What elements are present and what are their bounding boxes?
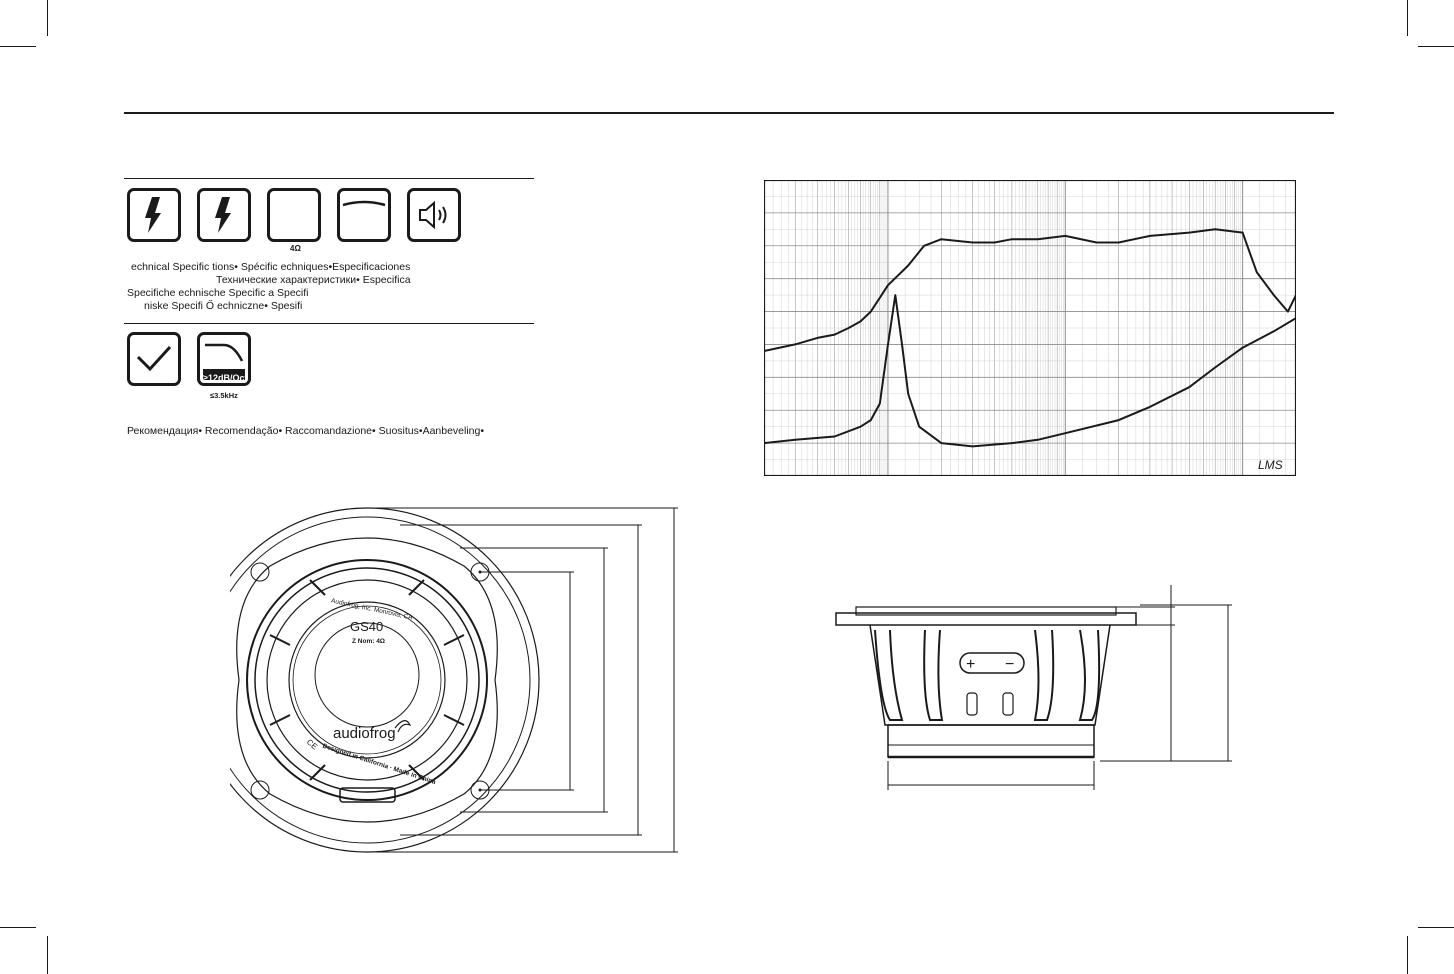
side-terminal-pill xyxy=(959,652,1025,674)
header-rule xyxy=(124,112,1334,114)
side-flange xyxy=(835,612,1137,626)
crop-mark-br-v xyxy=(1407,936,1408,974)
side-basket xyxy=(869,624,1111,726)
crop-mark-bl-v xyxy=(47,936,48,974)
speaker-front-view: Audiofrog, Inc. Monrovia, CA GS40 Z Nom:… xyxy=(230,507,678,853)
terminal-block xyxy=(339,787,396,803)
side-basket-arms xyxy=(874,629,1101,721)
power-rms-icon xyxy=(127,188,181,242)
terminal-right xyxy=(1002,692,1014,716)
crossover-freq-label: ≤3.5kHz xyxy=(210,391,238,400)
outer-ring xyxy=(230,507,540,853)
frequency-response-line xyxy=(764,228,1296,352)
flange-outline xyxy=(236,537,498,823)
speaker-side-view: + − xyxy=(835,585,1232,790)
surround-inner xyxy=(292,605,442,755)
basket-spokes xyxy=(269,579,465,781)
recommended-check-icon xyxy=(127,332,181,386)
crop-mark-tr-v xyxy=(1407,0,1408,36)
cone-dustcap xyxy=(314,622,420,728)
spec-heading-line-1: echnical Specific tions• Spécific echniq… xyxy=(131,261,411,273)
spec-top-rule xyxy=(124,178,534,179)
side-dimension-lines xyxy=(887,585,1232,790)
side-flange-top xyxy=(855,606,1117,616)
frequency-response-graph: LMS xyxy=(764,180,1296,476)
crop-mark-bl-h xyxy=(0,927,36,928)
crop-mark-br-h xyxy=(1418,927,1454,928)
impedance-icon xyxy=(267,188,321,242)
basket-outer xyxy=(246,559,488,801)
side-magnet xyxy=(887,724,1095,758)
side-plus-label: + xyxy=(966,656,975,673)
speaker-icon xyxy=(407,188,461,242)
graph-frame xyxy=(764,180,1296,476)
graph-grid xyxy=(764,180,1296,476)
frog-logo-icon xyxy=(394,720,412,733)
basket-ring xyxy=(254,567,480,793)
crop-mark-tl-h xyxy=(0,46,36,47)
crossover-slope-label: ≥12dB/Oct xyxy=(203,373,248,383)
power-peak-icon xyxy=(197,188,251,242)
crop-mark-tr-h xyxy=(1418,46,1454,47)
spec-mid-rule xyxy=(124,323,534,324)
spec-heading-line-3: Specifiche echnische Specific a Specifi xyxy=(127,287,309,299)
front-logo-text: audiofrog xyxy=(333,725,396,742)
mount-hole-bl xyxy=(250,780,270,800)
impedance-label: 4Ω xyxy=(290,244,301,253)
surround xyxy=(288,601,446,759)
graph-series xyxy=(764,228,1296,448)
impedance-line xyxy=(764,294,1296,448)
lms-logo: LMS xyxy=(1258,458,1283,472)
mount-hole-tl xyxy=(250,562,270,582)
side-minus-label: − xyxy=(1005,656,1014,673)
basket-inner xyxy=(266,579,468,781)
terminal-left xyxy=(966,692,978,716)
front-model: GS40 xyxy=(350,619,383,634)
spec-heading-line-4: niske Specifi Ő echniczne• Spesifi xyxy=(144,300,303,312)
front-impedance: Z Nom: 4Ω xyxy=(352,638,385,645)
crop-mark-tl-v xyxy=(47,0,48,36)
sensitivity-icon xyxy=(337,188,391,242)
front-dimension-lines xyxy=(367,507,678,853)
recommendation-line: Рекомендация• Recomendação• Raccomandazi… xyxy=(127,425,485,437)
crossover-slope-icon xyxy=(197,332,251,386)
outer-ring-inner xyxy=(230,516,531,844)
spec-heading-line-2: Технические характеристики• Especifica xyxy=(216,274,411,286)
